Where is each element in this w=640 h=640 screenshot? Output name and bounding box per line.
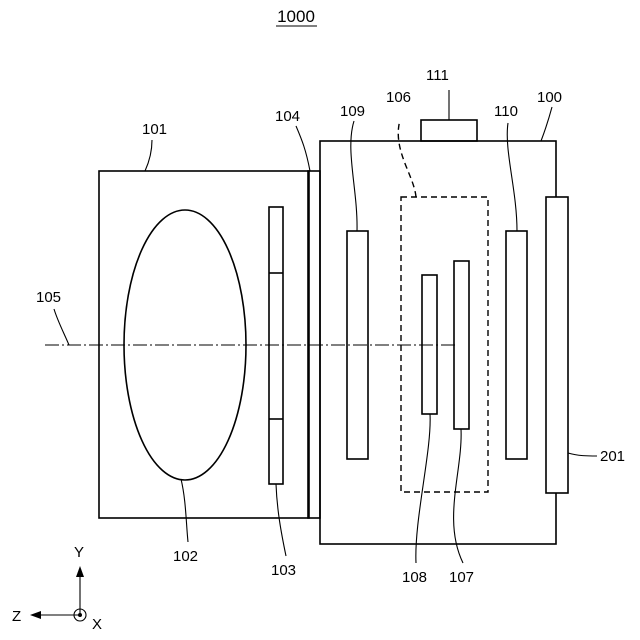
label-110: 110 — [494, 103, 518, 120]
leader-102 — [181, 479, 188, 542]
figure-title: 1000 — [277, 7, 315, 26]
leader-108 — [416, 414, 430, 563]
label-101: 101 — [142, 121, 167, 138]
label-108: 108 — [402, 569, 427, 586]
label-106: 106 — [386, 89, 411, 106]
label-105: 105 — [36, 289, 61, 306]
axis-label-y: Y — [74, 544, 84, 561]
leader-103 — [276, 484, 286, 556]
leader-104 — [296, 126, 310, 171]
leader-106 — [398, 120, 416, 197]
label-100: 100 — [537, 89, 562, 106]
leader-109 — [351, 121, 357, 231]
label-104: 104 — [275, 108, 300, 125]
leader-105 — [54, 309, 69, 345]
label-111: 111 — [426, 67, 449, 84]
leader-110 — [507, 123, 517, 231]
element-107 — [454, 261, 469, 429]
label-103: 103 — [271, 562, 296, 579]
leader-100 — [541, 107, 552, 141]
element-110 — [506, 231, 527, 459]
label-201: 201 — [600, 448, 625, 465]
axis-label-x: X — [92, 616, 102, 633]
axis-label-z: Z — [12, 608, 21, 625]
z-arrowhead-icon — [30, 611, 41, 619]
leader-101 — [145, 140, 152, 171]
leader-201 — [568, 453, 597, 456]
leader-107 — [454, 429, 463, 563]
label-107: 107 — [449, 569, 474, 586]
y-arrowhead-icon — [76, 566, 84, 577]
panel-201 — [546, 197, 568, 493]
label-102: 102 — [173, 548, 198, 565]
x-axis-dot-icon — [78, 613, 82, 617]
top-part-111 — [421, 120, 477, 141]
label-109: 109 — [340, 103, 365, 120]
